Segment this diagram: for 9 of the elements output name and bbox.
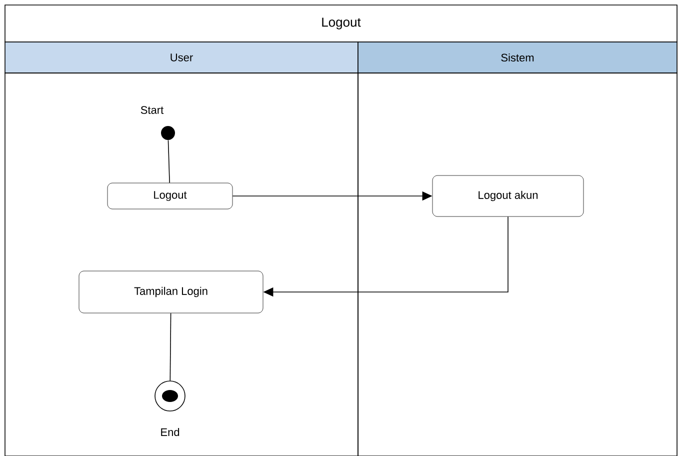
node-label: User bbox=[170, 54, 193, 62]
action-box: Tampilan Login bbox=[78, 270, 264, 314]
action-box: Logout akun bbox=[432, 175, 584, 217]
action-box: Logout bbox=[107, 182, 233, 210]
start-node bbox=[161, 126, 175, 140]
node-label: Sistem bbox=[501, 53, 534, 62]
node-caption: End bbox=[161, 428, 180, 436]
node-caption: Start bbox=[140, 106, 164, 114]
end-node bbox=[154, 380, 186, 412]
